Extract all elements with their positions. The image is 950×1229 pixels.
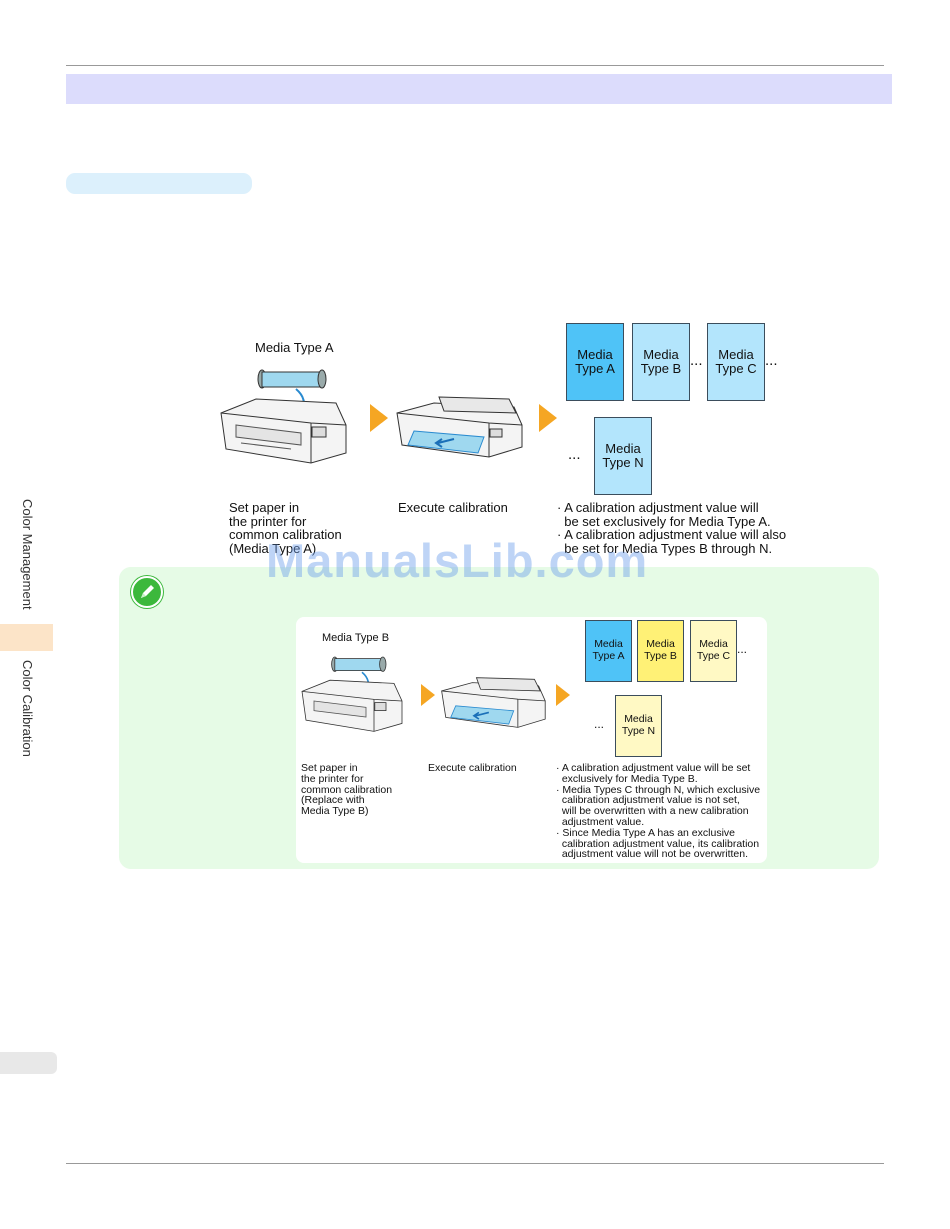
footer-rule [66, 1163, 884, 1164]
sidebar-label-color-management[interactable]: Color Management [20, 499, 35, 610]
card-line: Type B [644, 650, 677, 662]
step-1-caption: Set paper in the printer for common cali… [301, 762, 393, 818]
card-line: Type A [575, 361, 615, 376]
ellipsis: ... [765, 352, 778, 369]
pencil-note-icon [131, 576, 163, 608]
arrow-icon [421, 684, 435, 706]
arrow-icon [370, 404, 388, 432]
card-line: Media [699, 638, 728, 651]
card-line: Type C [696, 650, 731, 662]
media-type-label: Media Type A [255, 340, 334, 355]
header-rule [66, 65, 884, 66]
card-line: Media [643, 346, 679, 362]
sidebar-label-color-calibration[interactable]: Color Calibration [20, 660, 35, 757]
card-line: Type B [640, 361, 682, 376]
step-1-caption: Set paper in the printer for common cali… [229, 500, 342, 556]
card-line: Media [646, 638, 675, 651]
step-2-caption: Execute calibration [398, 500, 508, 515]
sidebar-tab-active [0, 624, 53, 651]
step-3-caption: · A calibration adjustment value will be… [557, 500, 787, 556]
section-heading-bar [66, 74, 892, 104]
ellipsis: ... [594, 717, 605, 731]
step-3-caption: · A calibration adjustment value will be… [556, 762, 761, 861]
card-line: Media [718, 346, 754, 362]
note-diagram-panel [296, 617, 767, 863]
card-line: Media [624, 713, 653, 726]
printer-calibrating-illustration [396, 396, 523, 458]
ellipsis: ... [568, 446, 581, 463]
arrow-icon [539, 404, 557, 432]
card-line: Media [577, 346, 613, 362]
arrow-icon [556, 684, 570, 706]
printer-calibrating-illustration [441, 677, 546, 728]
card-line: Type C [715, 361, 757, 376]
card-line: Media [605, 440, 641, 456]
card-line: Type A [592, 650, 625, 662]
watermark: ManualsLib.com [266, 534, 649, 587]
ellipsis: ... [690, 352, 703, 369]
subsection-heading-bar [66, 173, 252, 194]
card-line: Type N [621, 725, 656, 737]
step-2-caption: Execute calibration [428, 762, 517, 774]
card-line: Media [594, 638, 623, 651]
printer-with-roll-illustration [220, 369, 347, 464]
page-number-tab [0, 1052, 57, 1074]
ellipsis: ... [737, 642, 748, 656]
printer-with-roll-illustration [301, 656, 403, 732]
card-line: Type N [602, 455, 644, 470]
media-type-label: Media Type B [322, 632, 390, 644]
